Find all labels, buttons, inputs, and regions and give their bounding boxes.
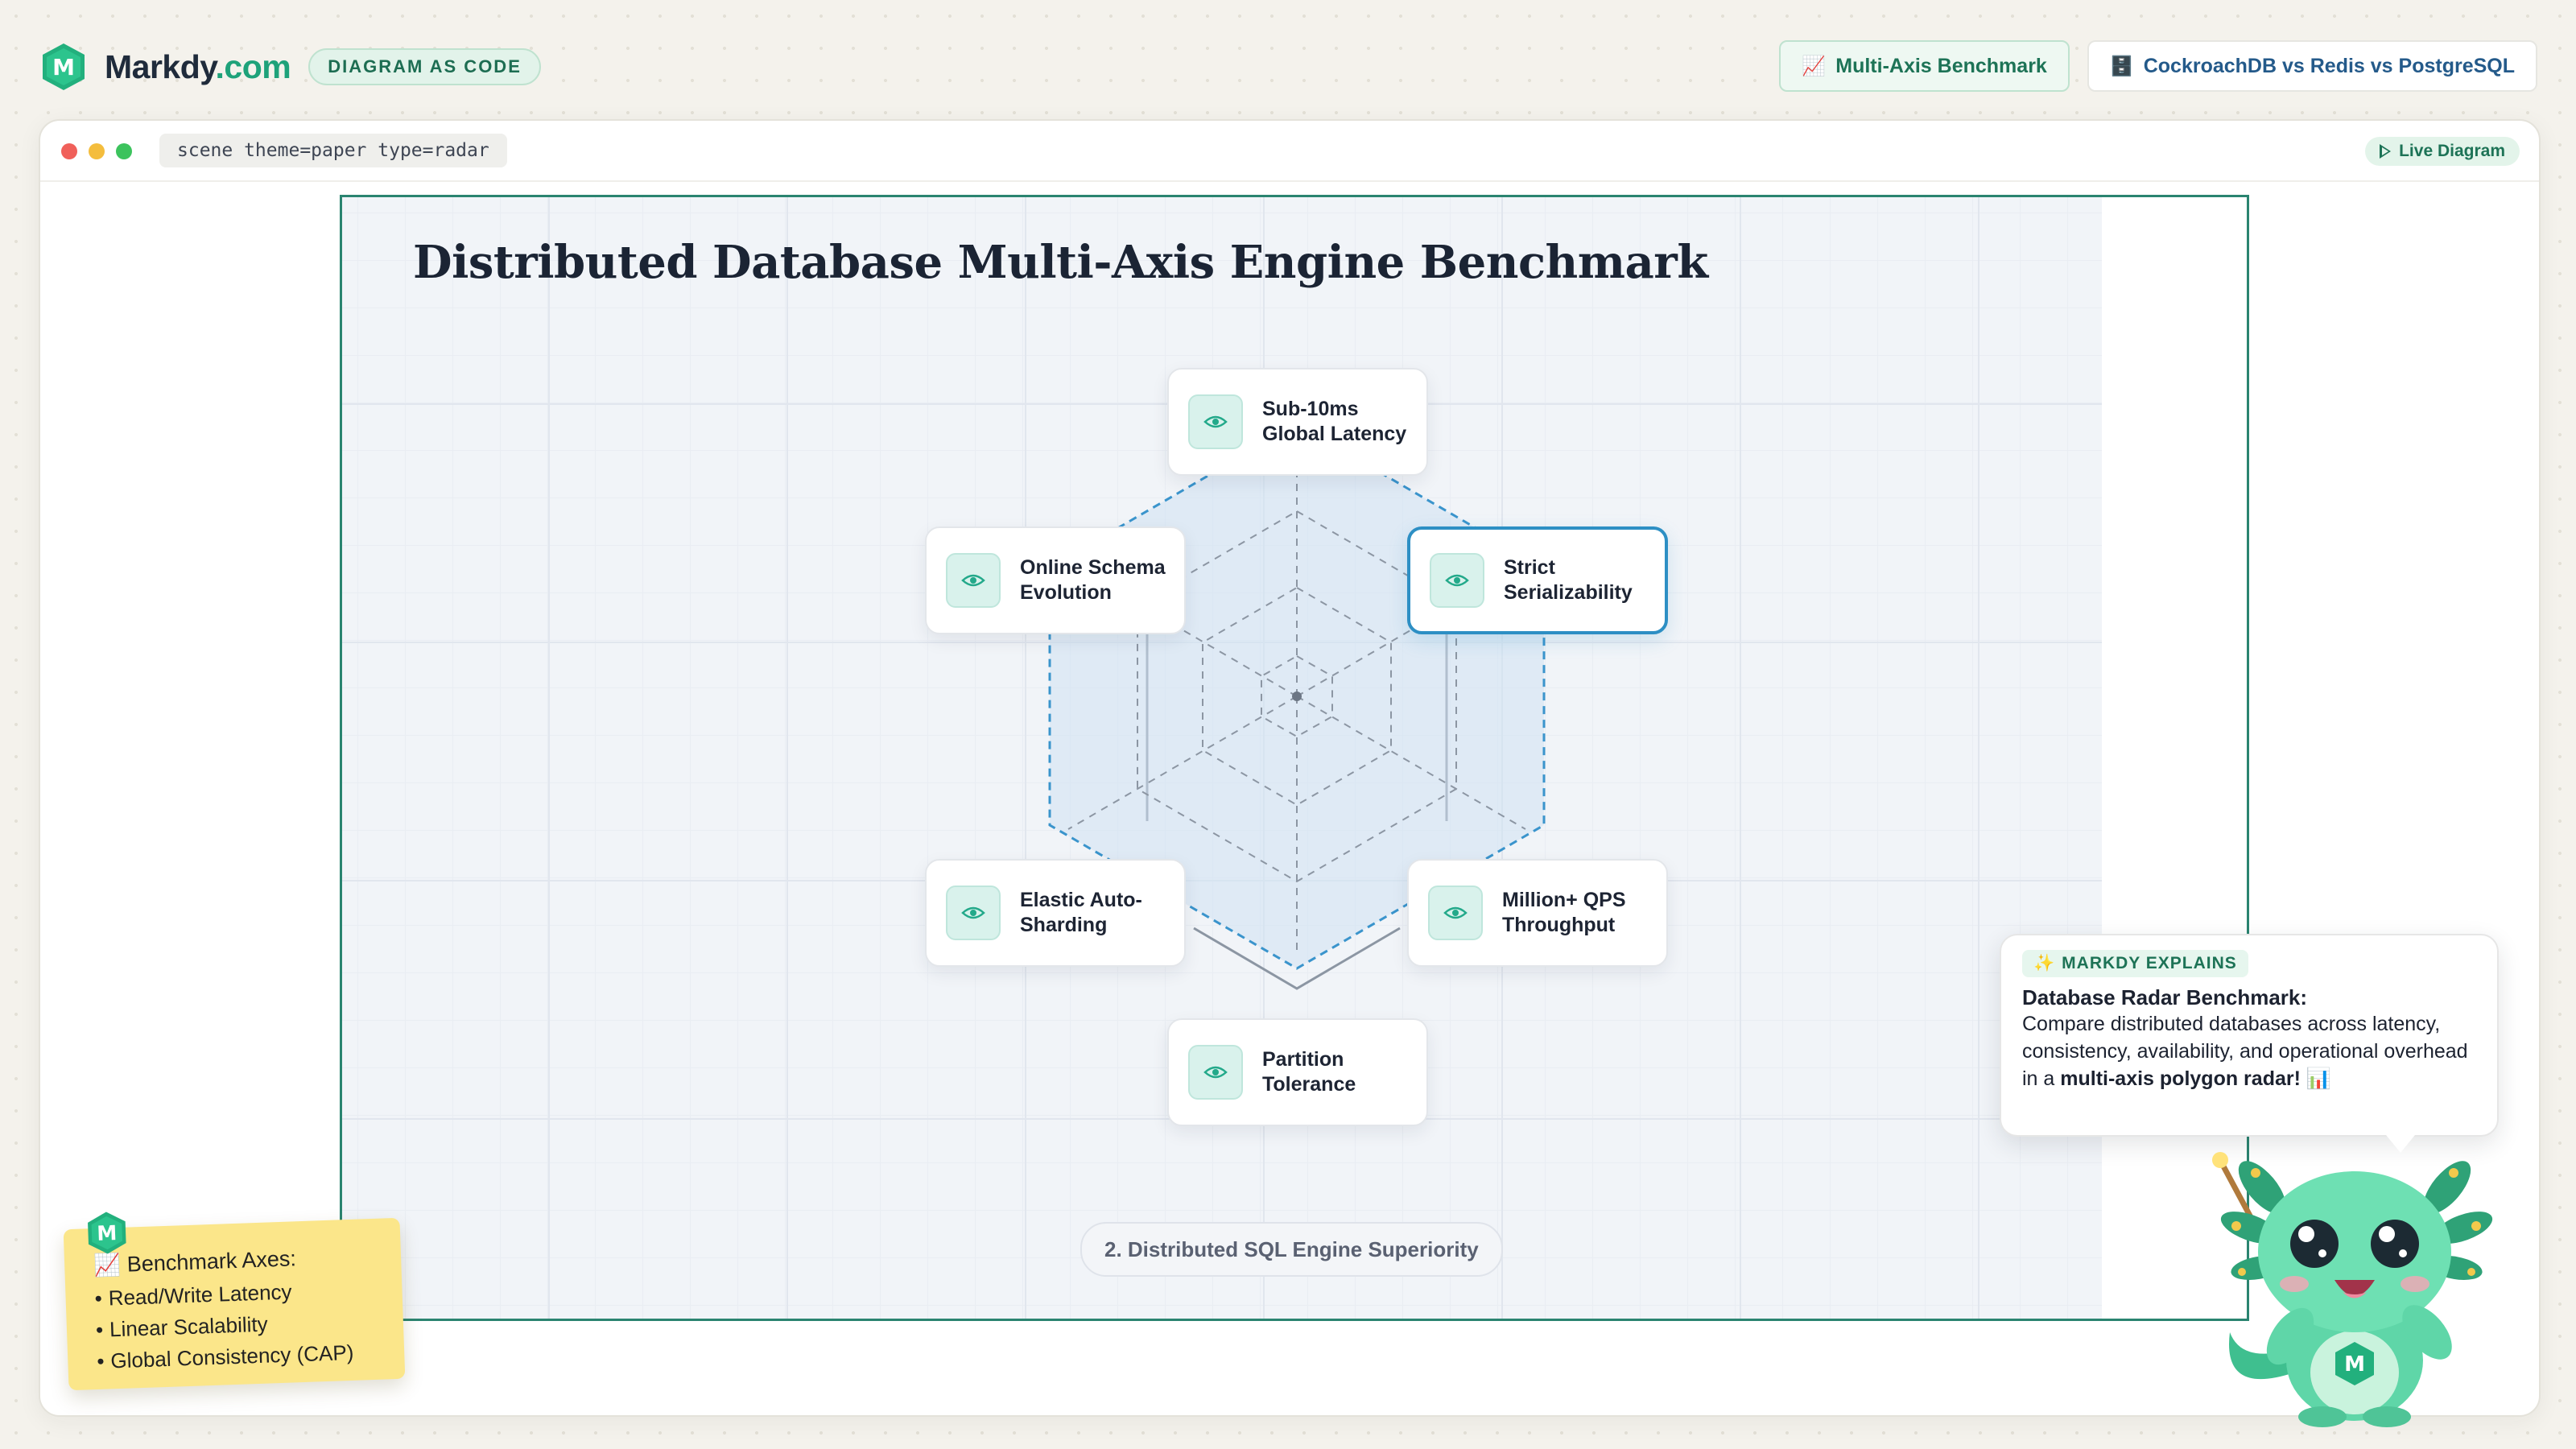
file-cabinet-icon: 🗄️: [2109, 55, 2134, 77]
axolotl-mascot-icon: M: [2212, 1152, 2493, 1427]
minimize-window-dot[interactable]: [89, 143, 105, 159]
svg-text:M: M: [2344, 1352, 2365, 1377]
scene-code-pill[interactable]: scene theme=paper type=radar: [159, 134, 507, 167]
brand-name: Markdy.com: [105, 47, 291, 85]
close-window-dot[interactable]: [61, 143, 77, 159]
eye-icon: [1188, 394, 1243, 449]
sparkles-icon: ✨: [2033, 954, 2056, 972]
brand[interactable]: M Markdy.com DIAGRAM AS CODE: [40, 42, 541, 92]
sticky-list: Read/Write Latency Linear Scalability Gl…: [94, 1273, 405, 1377]
eye-icon: [946, 886, 1001, 940]
play-icon: [2380, 144, 2392, 159]
svg-text:M: M: [97, 1221, 118, 1245]
bar-chart-icon: 📊: [2300, 1067, 2332, 1090]
radar-center-dot: [1292, 691, 1302, 701]
explain-text: Compare distributed databases across lat…: [2022, 1013, 2468, 1090]
outer-edge-bottom: [1193, 927, 1401, 990]
diagram-window: scene theme=paper type=radar Live Diagra…: [39, 119, 2541, 1417]
markdy-logo-icon: M: [85, 1210, 129, 1257]
diagram-as-code-badge: DIAGRAM AS CODE: [308, 48, 541, 85]
tab-multi-axis-benchmark[interactable]: 📈 Multi-Axis Benchmark: [1779, 40, 2070, 92]
radar-chart: [1048, 402, 1546, 990]
top-bar: M Markdy.com DIAGRAM AS CODE 📈 Multi-Axi…: [0, 0, 2576, 121]
tab-label: CockroachDB vs Redis vs PostgreSQL: [2143, 54, 2515, 77]
spoke-throughput: [1296, 696, 1526, 830]
markdy-explains-badge: ✨ MARKDY EXPLAINS: [2022, 950, 2248, 977]
axis-node-elastic-auto-sharding[interactable]: Elastic Auto-Sharding: [925, 859, 1186, 967]
window-header: scene theme=paper type=radar Live Diagra…: [40, 121, 2539, 182]
tab-cockroachdb-vs-redis-vs-postgresql[interactable]: 🗄️ CockroachDB vs Redis vs PostgreSQL: [2087, 40, 2537, 92]
maximize-window-dot[interactable]: [116, 143, 132, 159]
axis-label: Elastic Auto-Sharding: [1020, 889, 1142, 936]
diagram-caption: 2. Distributed SQL Engine Superiority: [1080, 1222, 1503, 1277]
eye-icon: [1188, 1045, 1243, 1100]
explain-title: Database Radar Benchmark:: [2022, 985, 2308, 1009]
live-diagram-label: Live Diagram: [2399, 142, 2505, 160]
live-diagram-button[interactable]: Live Diagram: [2365, 137, 2520, 166]
eye-icon: [1430, 553, 1484, 608]
top-tabs: 📈 Multi-Axis Benchmark 🗄️ CockroachDB vs…: [1779, 40, 2537, 92]
tab-label: Multi-Axis Benchmark: [1835, 54, 2047, 77]
spoke-sharding: [1067, 696, 1298, 830]
eye-icon: [946, 553, 1001, 608]
svg-text:M: M: [52, 54, 75, 80]
sticky-title: 📈 Benchmark Axes:: [93, 1245, 297, 1278]
diagram-title: Distributed Database Multi-Axis Engine B…: [413, 236, 1708, 289]
chart-increasing-icon: 📈: [1802, 55, 1827, 77]
markdy-explains-bubble: ✨ MARKDY EXPLAINS Database Radar Benchma…: [2000, 934, 2499, 1153]
eye-icon: [1428, 886, 1483, 940]
benchmark-axes-sticky-note: M 📈 Benchmark Axes: Read/Write Latency L…: [63, 1212, 406, 1391]
markdy-logo-icon: M: [40, 42, 87, 92]
diagram-canvas: Distributed Database Multi-Axis Engine B…: [340, 195, 2249, 1321]
